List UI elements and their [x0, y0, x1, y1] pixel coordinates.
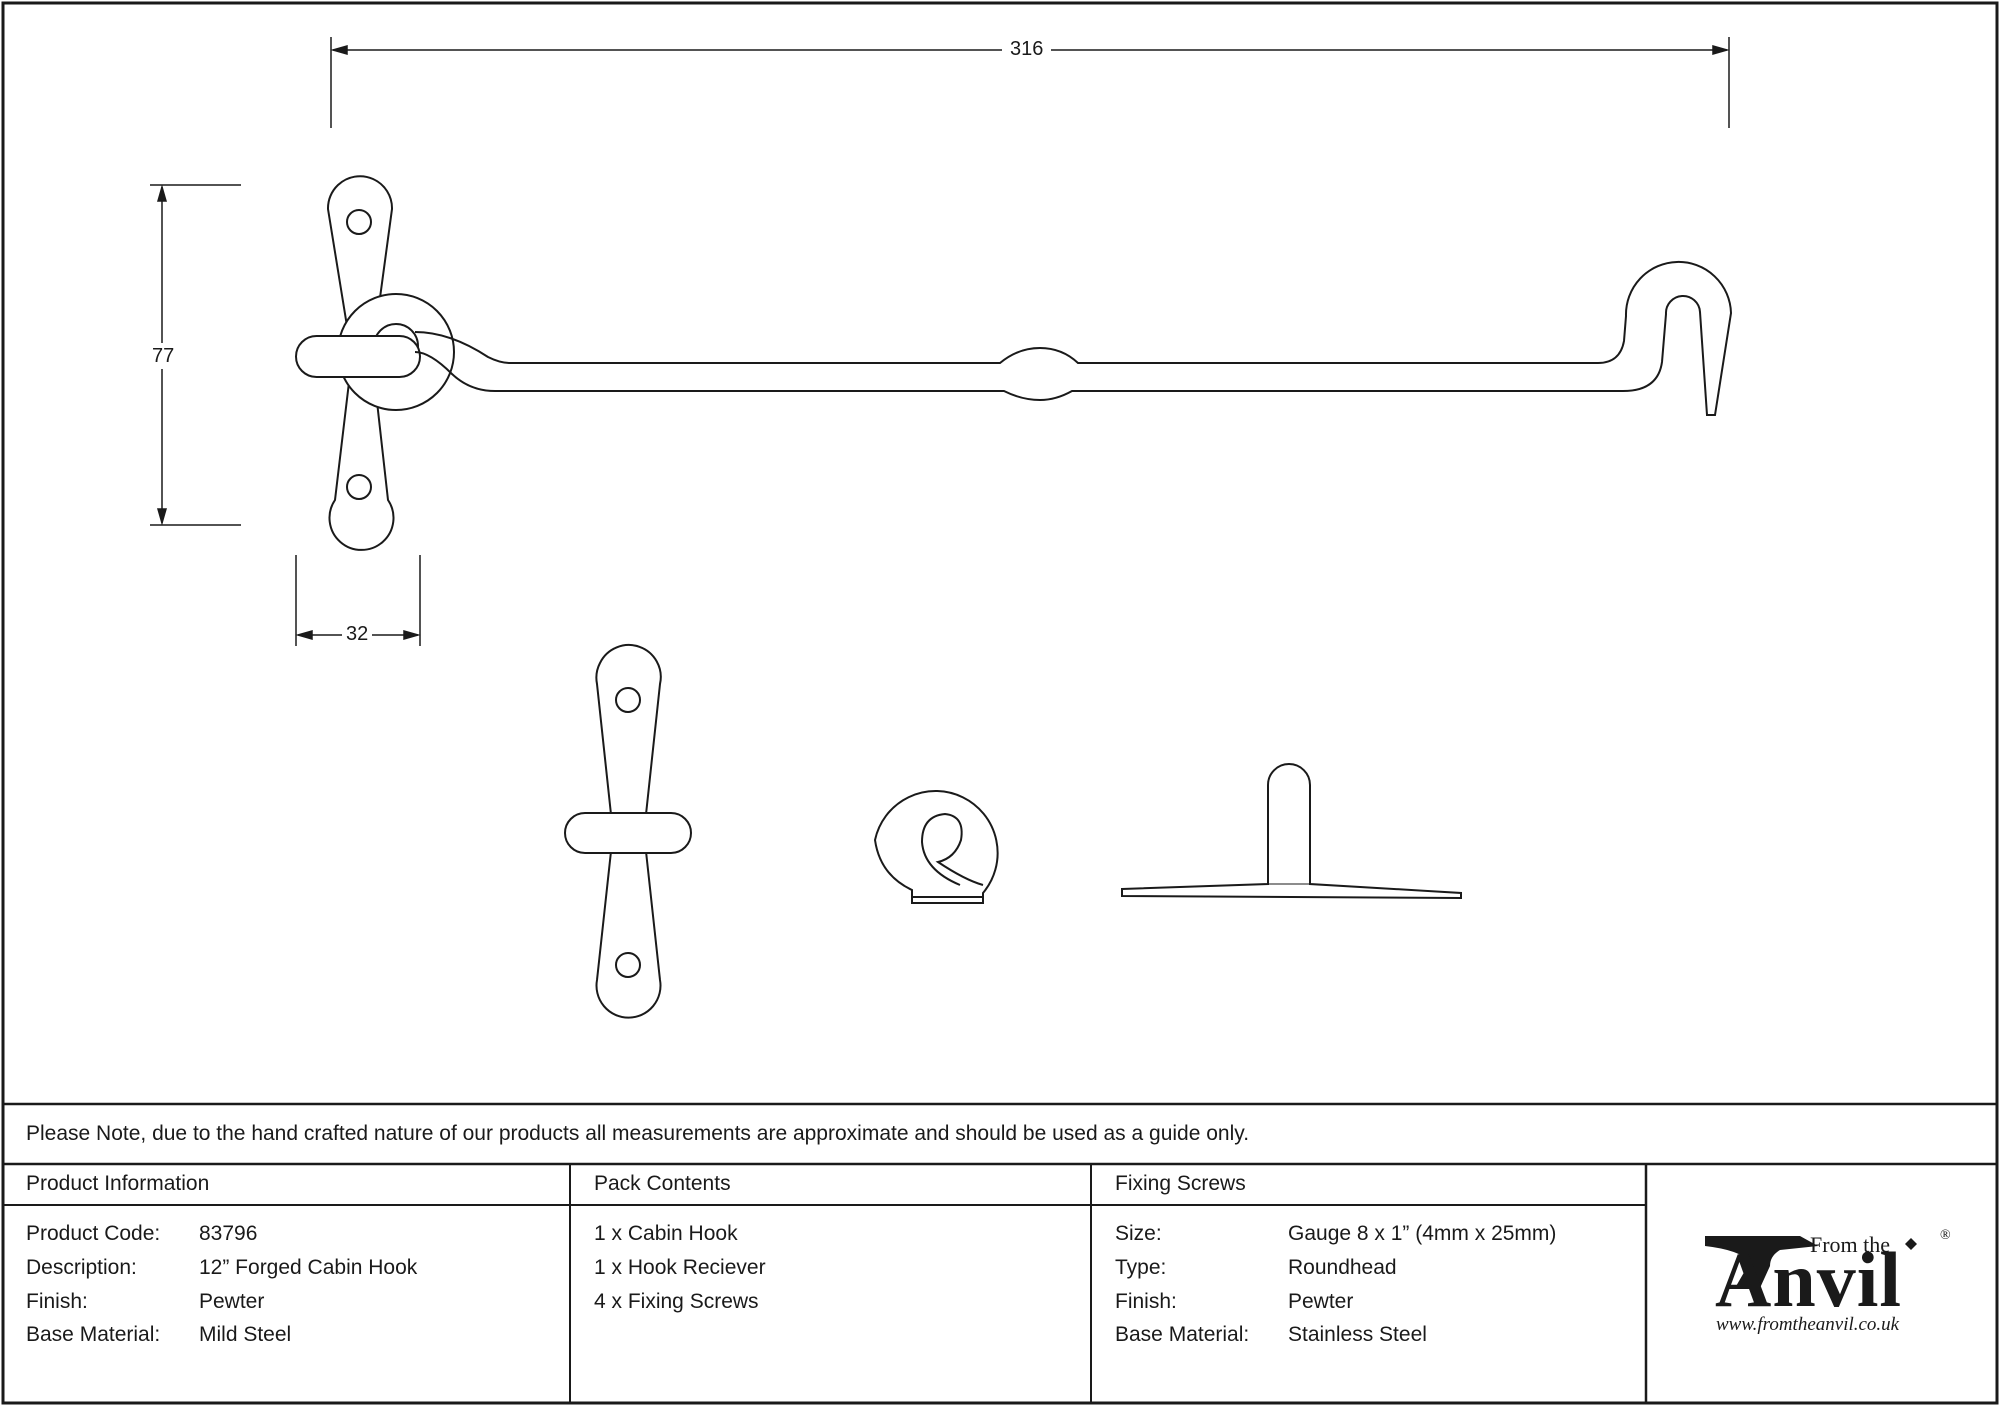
base-material-value: Mild Steel [199, 1323, 292, 1346]
hook-arm [414, 261, 1733, 416]
finish-label: Finish: [26, 1290, 88, 1313]
pack-item: 1 x Cabin Hook [594, 1222, 738, 1245]
logo-from-the: From the [1810, 1232, 1891, 1257]
finish-value: Pewter [199, 1290, 265, 1313]
screw-size-label: Size: [1115, 1222, 1162, 1245]
pack-contents-header: Pack Contents [594, 1172, 731, 1195]
screw-material-label: Base Material: [1115, 1323, 1250, 1346]
screw-type-label: Type: [1115, 1256, 1167, 1279]
measurement-note: Please Note, due to the hand crafted nat… [26, 1122, 1250, 1145]
pivot-bar [295, 335, 421, 378]
dimension-label-32: 32 [342, 623, 373, 645]
anvil-logo-icon [1705, 1236, 1917, 1288]
logo-anvil-name: Anvil [1715, 1236, 1903, 1323]
screw-material-value: Stainless Steel [1288, 1323, 1427, 1346]
product-code-label: Product Code: [26, 1222, 161, 1245]
exploded-screw-side [1121, 763, 1462, 900]
description-label: Description: [26, 1256, 137, 1279]
screw-type-value: Roundhead [1288, 1256, 1397, 1279]
product-code-value: 83796 [199, 1222, 258, 1245]
dimension-label-77: 77 [150, 343, 177, 369]
screw-finish-label: Finish: [1115, 1290, 1177, 1313]
logo-website: www.fromtheanvil.co.uk [1716, 1314, 1900, 1335]
screw-finish-value: Pewter [1288, 1290, 1354, 1313]
dimension-32 [295, 555, 421, 646]
description-value: 12” Forged Cabin Hook [199, 1256, 418, 1279]
screw-size-value: Gauge 8 x 1” (4mm x 25mm) [1288, 1222, 1557, 1245]
logo-registered-mark: ® [1940, 1228, 1951, 1243]
product-info-header: Product Information [26, 1172, 210, 1195]
pack-item: 1 x Hook Reciever [594, 1256, 766, 1279]
dimension-label-316: 316 [1002, 38, 1052, 60]
pack-item: 4 x Fixing Screws [594, 1290, 759, 1313]
base-material-label: Base Material: [26, 1323, 161, 1346]
fixing-screws-header: Fixing Screws [1115, 1172, 1246, 1195]
exploded-receiver [873, 790, 999, 904]
exploded-plate [564, 644, 692, 1019]
